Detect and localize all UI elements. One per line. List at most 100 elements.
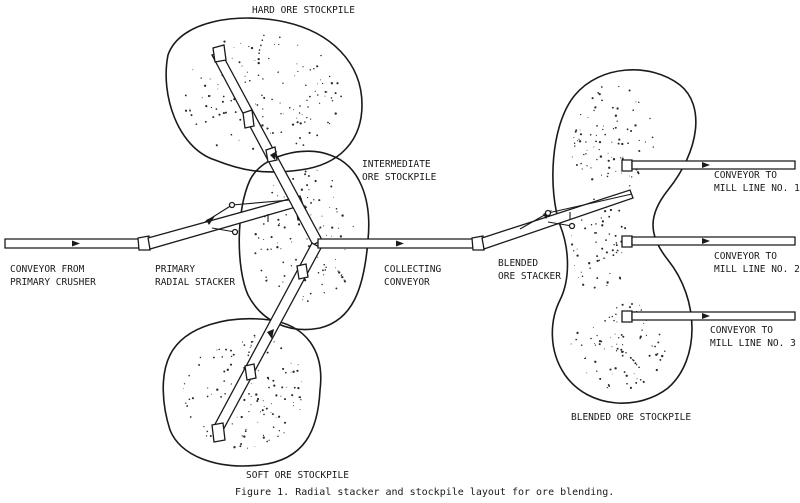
ore-speck [597,92,600,94]
ore-speck [615,244,618,247]
ore-speck [296,121,299,124]
ore-speck [254,59,256,61]
ore-speck [641,329,643,331]
ore-speck [209,95,211,97]
ore-speck [300,399,302,401]
ore-speck [277,195,279,197]
ore-speck [629,175,631,177]
ore-speck [603,257,605,259]
ore-speck [262,116,264,118]
stockpile-speckle-texture [183,34,666,449]
ore-speck [614,333,616,335]
ore-speck [282,367,285,370]
ore-speck [206,430,209,433]
ore-speck [611,249,614,252]
ore-speck [580,344,583,346]
ore-speck [277,218,280,221]
ore-speck [281,386,284,389]
ore-speck [271,98,273,101]
ore-speck [263,34,265,37]
ore-speck [244,81,247,83]
ore-speck [625,352,627,354]
ore-speck [257,237,260,239]
label-conveyor-from-line2: PRIMARY CRUSHER [10,277,96,288]
ore-speck [612,128,615,130]
ore-speck [570,343,572,345]
ore-speck [280,248,282,250]
boom-to-soft-ore [211,242,322,443]
ore-speck [188,374,190,377]
ore-speck [576,248,578,250]
ore-speck [616,343,618,345]
ore-speck [579,129,581,131]
ore-speck [337,270,339,272]
ore-speck [590,223,593,226]
ore-speck [224,393,226,395]
ore-speck [269,132,271,134]
ore-speck [203,84,207,87]
ore-speck [216,388,219,391]
ore-speck [615,242,618,244]
ore-speck [238,139,240,141]
ore-speck [331,100,334,102]
ore-speck [280,113,282,115]
ore-speck [250,404,252,406]
label-mill1-line1: CONVEYOR TO [714,170,777,181]
ore-speck [248,351,250,354]
ore-speck [624,227,627,230]
ore-speck [270,403,272,405]
ore-speck [335,267,337,269]
ore-speck [278,43,280,46]
ore-speck [607,172,609,175]
ore-speck [184,94,187,97]
ore-speck [236,416,238,418]
ore-speck [297,44,299,46]
ore-speck [192,69,194,71]
ore-speck [250,46,254,50]
ore-speck [611,373,613,375]
ore-speck [293,386,296,389]
ore-speck [225,348,227,351]
ore-speck [233,446,236,449]
ore-speck [634,362,637,365]
ore-speck [636,378,638,380]
ore-speck [344,249,346,251]
ore-speck [622,335,625,338]
ore-speck [620,172,622,174]
ore-speck [299,105,301,107]
ore-speck [611,106,614,109]
ore-speck [218,113,221,116]
ore-speck [586,372,588,374]
ore-speck [601,99,603,102]
ore-speck [205,104,208,108]
ore-speck [579,113,582,116]
ore-speck [621,350,624,353]
ore-speck [297,364,299,366]
ore-speck [304,173,307,176]
collecting-conveyor [317,235,485,251]
boom-to-hard-ore [211,44,323,246]
ore-speck [263,96,266,99]
soft-ore-stockpile [162,317,322,467]
ore-speck [608,316,611,319]
ore-speck [333,196,335,198]
ore-speck [330,185,333,188]
ore-speck [631,176,633,178]
ore-speck [618,85,620,88]
ore-speck [325,266,327,269]
ore-speck [321,82,324,85]
ore-speck [218,348,220,351]
ore-speck [593,232,596,234]
ore-speck [620,333,623,336]
ore-speck [260,248,262,250]
ore-speck [638,101,640,104]
ore-speck [634,124,637,127]
label-blended-ore-stockpile: BLENDED ORE STOCKPILE [571,412,691,423]
ore-speck [291,241,293,243]
ore-speck [238,61,241,64]
ore-speck [581,168,583,170]
ore-speck [575,164,578,166]
ore-speck [627,142,629,145]
ore-speck [335,207,338,210]
ore-speck [605,251,608,254]
